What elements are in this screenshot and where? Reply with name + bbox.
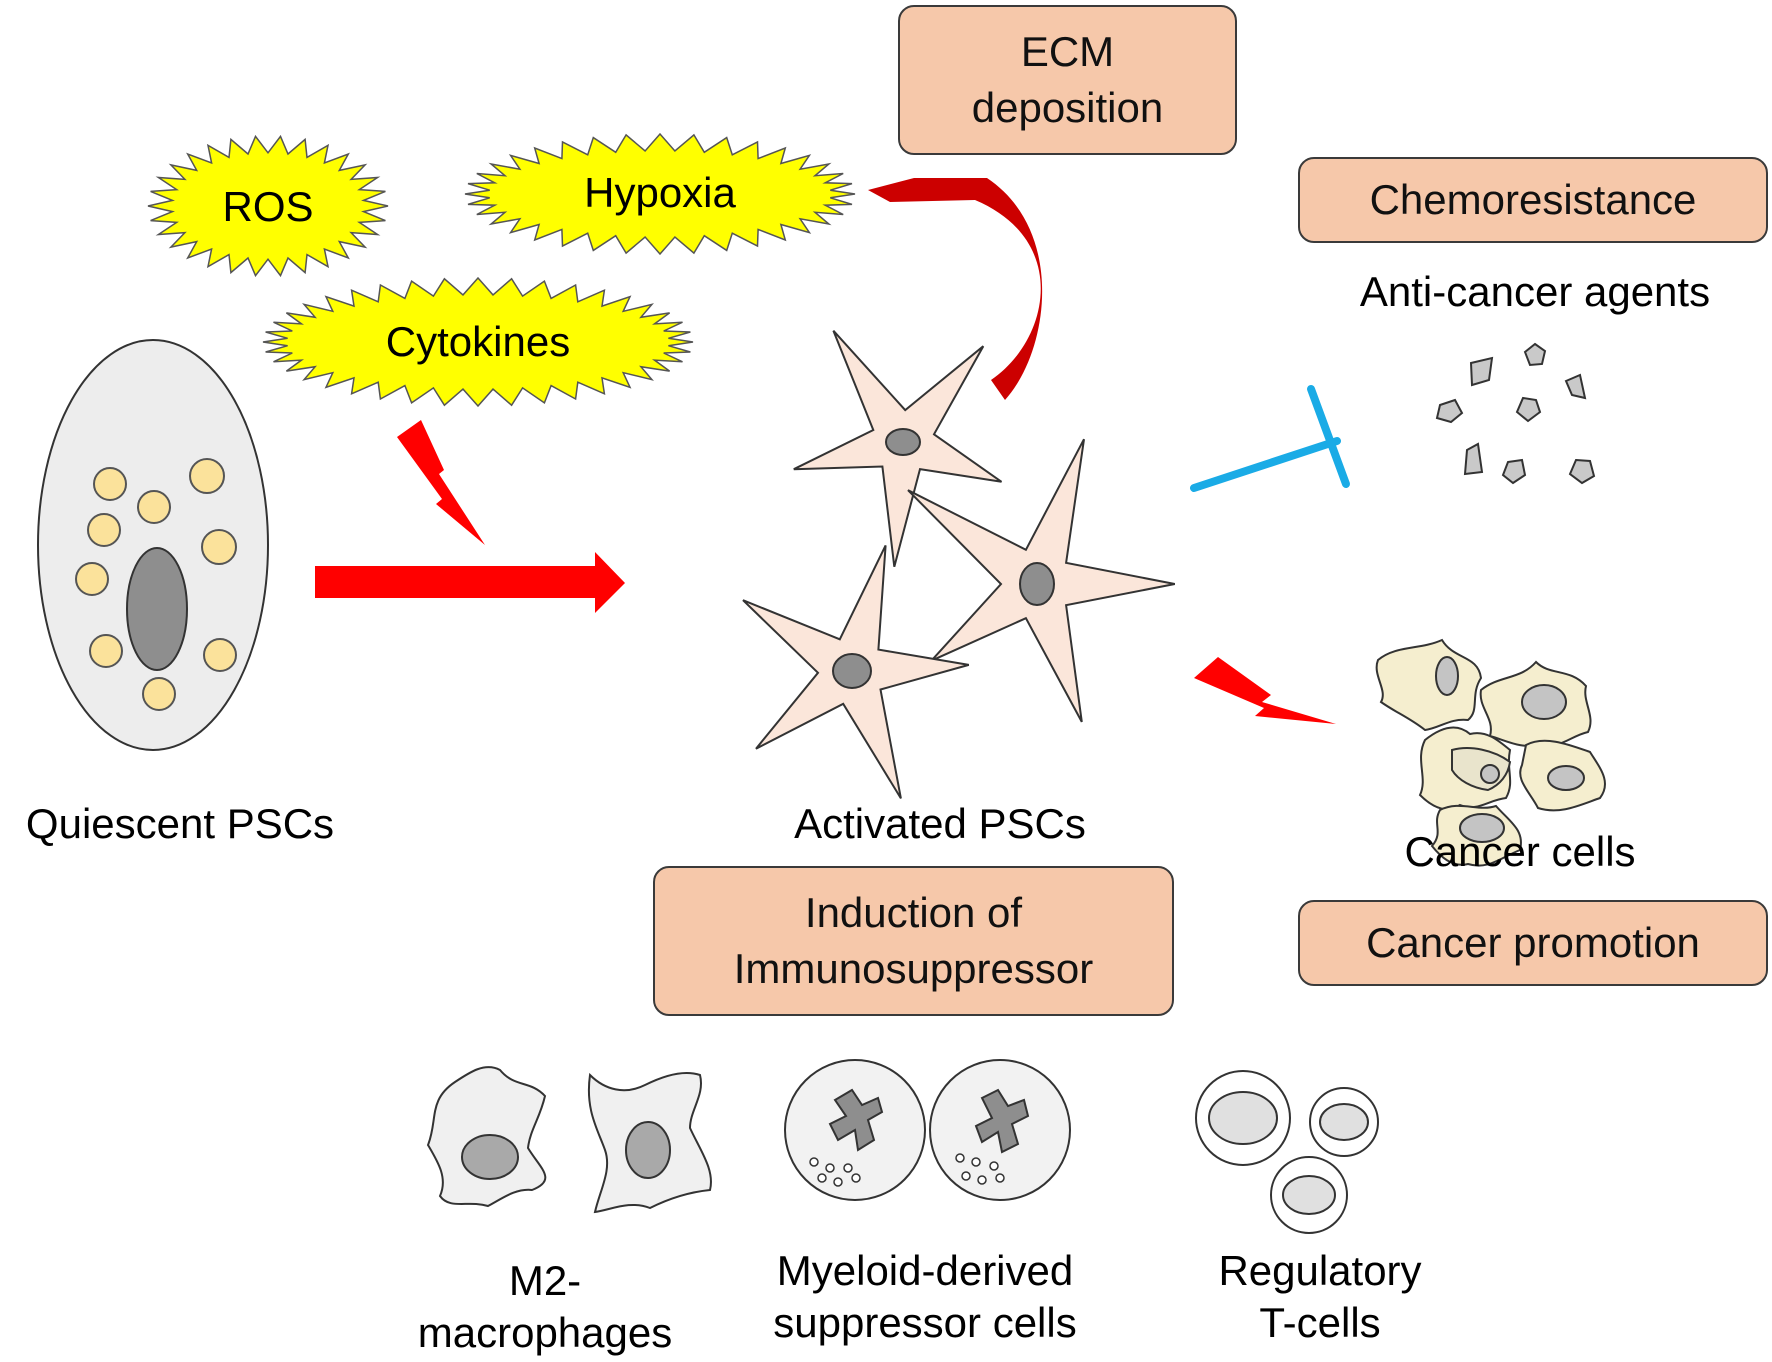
- anti-cancer-agent-icon: [1435, 342, 1596, 485]
- lightning-arrow-icon: [397, 420, 485, 545]
- cancer-cells-label: Cancer cells: [1404, 828, 1636, 875]
- treg-line-1: Regulatory: [1218, 1247, 1422, 1294]
- mdsc-line-2: suppressor cells: [773, 1299, 1077, 1346]
- m2-line-2: macrophages: [417, 1309, 673, 1356]
- hypoxia-label: Hypoxia: [584, 169, 736, 216]
- ecm-line-1: ECM: [1020, 28, 1115, 75]
- ros-label: ROS: [222, 183, 313, 230]
- ros-burst: ROS: [147, 134, 389, 278]
- m2-macrophage-icon: [426, 1066, 712, 1214]
- activation-arrow: [315, 552, 625, 613]
- chemoresistance-label: Chemoresistance: [1369, 176, 1697, 223]
- cancer-promotion-box: Cancer promotion: [1298, 900, 1768, 986]
- m2-macrophages-label: M2- macrophages: [380, 1255, 710, 1359]
- ecm-line-2: deposition: [971, 84, 1164, 131]
- regulatory-t-cells-label: Regulatory T-cells: [1170, 1245, 1470, 1349]
- m2-line-1: M2-: [508, 1257, 582, 1304]
- mdsc-label: Myeloid-derived suppressor cells: [740, 1245, 1110, 1349]
- anti-cancer-agents-label: Anti-cancer agents: [1359, 268, 1711, 315]
- immunosuppressor-box: Induction of Immunosuppressor: [653, 866, 1174, 1016]
- hypoxia-burst: Hypoxia: [464, 132, 856, 256]
- cytokines-burst: Cytokines: [262, 276, 694, 408]
- activated-psc-icon: [742, 330, 1175, 799]
- chemoresistance-box: Chemoresistance: [1298, 157, 1768, 243]
- quiescent-psc-icon: [37, 339, 269, 751]
- immuno-line-1: Induction of: [804, 889, 1023, 936]
- cancer-lightning-icon: [1194, 657, 1336, 724]
- treg-line-2: T-cells: [1259, 1299, 1381, 1346]
- cytokines-label: Cytokines: [386, 318, 570, 365]
- cancer-promotion-label: Cancer promotion: [1366, 919, 1700, 966]
- cancer-cell-icon: [1375, 638, 1606, 867]
- activated-pscs-label: Activated PSCs: [794, 800, 1086, 847]
- regulatory-t-cell-icon: [1195, 1070, 1379, 1234]
- inhibition-bar-icon: [1190, 385, 1350, 492]
- mdsc-icon: [784, 1059, 1071, 1201]
- quiescent-pscs-label: Quiescent PSCs: [25, 800, 335, 847]
- ecm-curved-arrow: [868, 178, 1043, 400]
- ecm-deposition-box: ECM deposition: [898, 5, 1237, 155]
- immuno-line-2: Immunosuppressor: [733, 945, 1094, 992]
- mdsc-line-1: Myeloid-derived: [776, 1247, 1074, 1294]
